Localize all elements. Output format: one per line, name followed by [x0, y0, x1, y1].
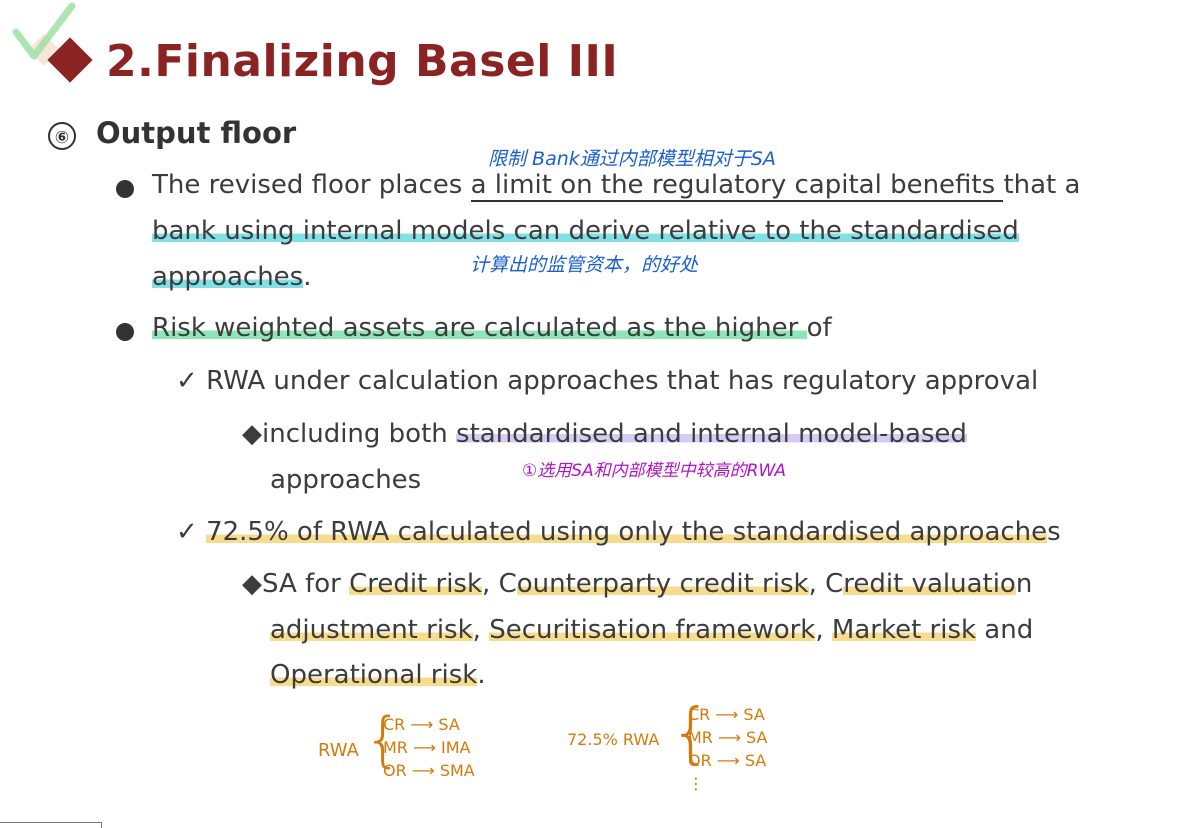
sub-item-2-line3: Operational risk. — [270, 660, 486, 690]
handwritten-mapping-left: CR ⟶ SA MR ⟶ IMA OR ⟶ SMA — [383, 713, 475, 782]
slide-title: 2.Finalizing Basel III — [106, 36, 619, 87]
brace-icon: { — [364, 705, 403, 775]
sub-item-2-line2: adjustment risk, Securitisation framewor… — [270, 615, 1034, 645]
mapping-row: MR ⟶ IMA — [383, 738, 471, 757]
mapping-row: OR ⟶ SMA — [383, 761, 475, 780]
bullet2-text: Risk weighted assets are calculated as t… — [152, 313, 832, 343]
mapping-continuation: ⋮ — [688, 774, 704, 793]
check-icon: ✓ — [176, 366, 198, 396]
footer-divider — [0, 822, 102, 823]
section-number: ⑥ — [48, 122, 76, 150]
handwritten-note-blue-top: 限制 Bank通过内部模型相对于SA — [488, 148, 776, 170]
bullet1-line3: approaches. — [152, 262, 312, 292]
handwritten-rwa-label: RWA — [318, 740, 359, 761]
section-title: Output floor — [96, 116, 297, 150]
bullet1-line2: bank using internal models can derive re… — [152, 216, 1019, 246]
mapping-row: CR ⟶ SA — [688, 705, 765, 724]
diamond-bullet-icon: ◆ — [242, 569, 262, 599]
sub-item-1-line1: ◆including both standardised and interna… — [242, 419, 967, 449]
check-item-1: ✓ RWA under calculation approaches that … — [176, 366, 1039, 396]
mapping-row: CR ⟶ SA — [383, 715, 460, 734]
mapping-row: MR ⟶ SA — [688, 728, 768, 747]
footer-divider-tick — [101, 822, 102, 828]
handwritten-note-blue-bottom: 计算出的监管资本，的好处 — [470, 254, 699, 276]
handwritten-72-5-label: 72.5% RWA — [567, 730, 660, 749]
brace-icon: { — [670, 694, 712, 771]
sub-item-2-line1: ◆SA for Credit risk, Counterparty credit… — [242, 569, 1033, 599]
bullet-dot-icon — [116, 323, 134, 341]
bullet-dot-icon — [116, 180, 134, 198]
handwritten-mapping-right: CR ⟶ SA MR ⟶ SA OR ⟶ SA ⋮ — [688, 703, 767, 795]
handwritten-note-purple: ①选用SA和内部模型中较高的RWA — [522, 461, 787, 481]
mapping-row: OR ⟶ SA — [688, 751, 767, 770]
diamond-bullet-icon: ◆ — [242, 419, 262, 449]
check-icon: ✓ — [176, 517, 198, 547]
bullet1-line1: The revised floor places a limit on the … — [152, 170, 1081, 202]
check-item-2: ✓ 72.5% of RWA calculated using only the… — [176, 517, 1061, 547]
sub-item-1-line2: approaches — [270, 465, 422, 495]
underlined-phrase: a limit on the regulatory capital benefi… — [470, 170, 1004, 202]
